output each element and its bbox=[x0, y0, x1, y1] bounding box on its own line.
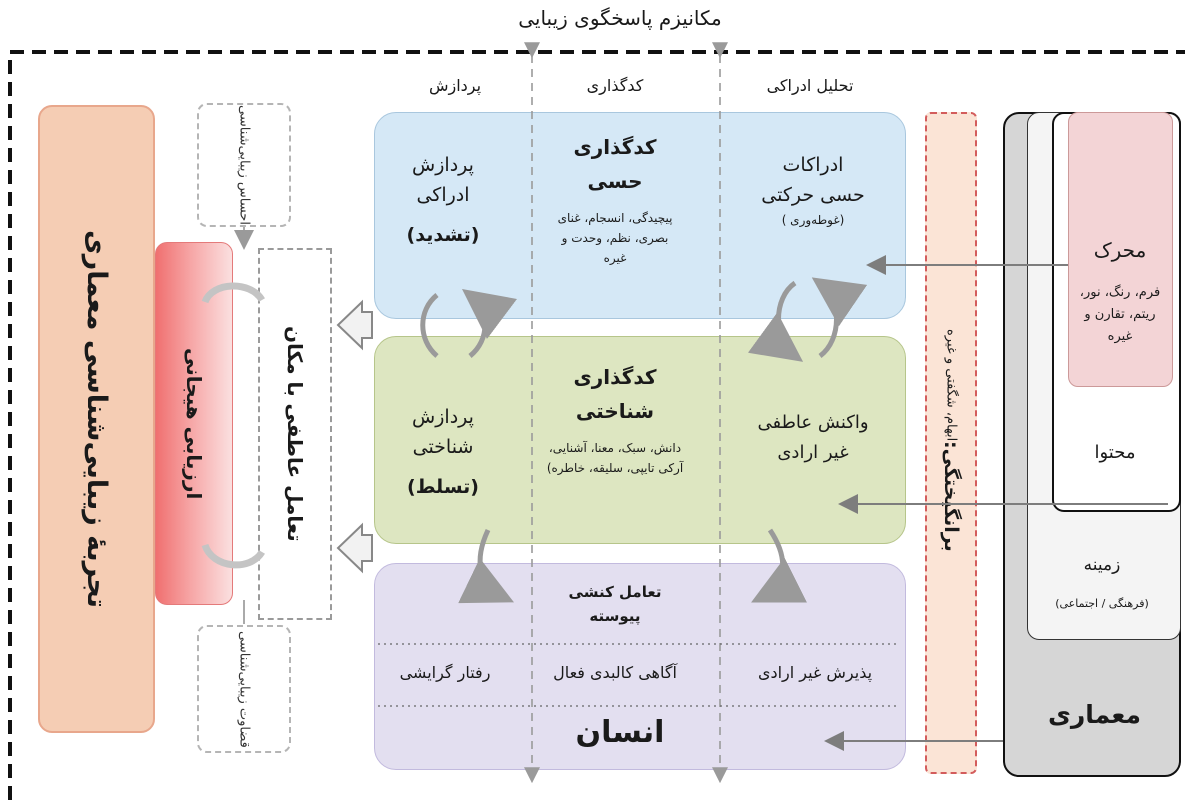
column-header-encoding: کدگذاری bbox=[586, 76, 644, 95]
continuous-interaction-line1: تعامل کنشی bbox=[568, 583, 662, 601]
column-header-perceptual-analysis: تحلیل ادراکی bbox=[766, 76, 854, 95]
arousal-title: برانگیختگی: bbox=[940, 440, 962, 552]
continuous-interaction: تعامل کنشی پیوسته bbox=[560, 580, 670, 628]
perceptual-processing-line2: ادراکی bbox=[416, 184, 470, 206]
continuous-interaction-line2: پیوسته bbox=[589, 607, 641, 625]
cognitive-processing-line2: شناختی bbox=[412, 436, 474, 458]
aesthetic-judgment-box: قضاوت زیبایی‌شناسی bbox=[197, 625, 291, 753]
sensorimotor-perception-line1: ادراکات bbox=[782, 154, 844, 176]
arousal-box: برانگیختگی: ابهام، شگفتی و غیره bbox=[925, 112, 977, 774]
perceptual-processing-line1: پردازش bbox=[412, 154, 474, 176]
aesthetic-experience-label: تجربهٔ زیبایی‌شناسی معماری bbox=[81, 229, 112, 609]
sensory-encoding-line1: کدگذاری bbox=[573, 135, 657, 159]
emotional-evaluation-box: ارزیابی هیجانی bbox=[155, 242, 233, 605]
involuntary-emotional-reaction: واکنش عاطفی غیر ارادی bbox=[738, 408, 888, 468]
involuntary-emotional-reaction-line2: غیر ارادی bbox=[777, 442, 849, 463]
emotional-interaction-label: تعامل عاطفی با مکان bbox=[283, 326, 307, 542]
column-header-processing: پردازش bbox=[428, 76, 482, 95]
sensorimotor-perception-detail: (غوطه‌وری ) bbox=[781, 213, 845, 227]
stimulus-title: محرک bbox=[1093, 238, 1147, 262]
context-title: زمینه bbox=[1083, 555, 1121, 575]
cognitive-processing-line1: پردازش bbox=[412, 406, 474, 428]
perceptual-processing: پردازش ادراکی (تشدید) bbox=[378, 150, 508, 250]
architecture-label: معماری bbox=[1047, 700, 1142, 729]
sensorimotor-perception-line2: حسی حرکتی bbox=[761, 184, 865, 206]
content-label: محتوا bbox=[1094, 442, 1136, 463]
purple-item-2: پذیرش غیر ارادی bbox=[757, 663, 873, 682]
block-arrow-upper bbox=[336, 299, 373, 351]
cognitive-processing-line3: (تسلط) bbox=[407, 476, 479, 498]
cognitive-processing: پردازش شناختی (تسلط) bbox=[378, 402, 508, 502]
cognitive-encoding-line1: کدگذاری bbox=[573, 365, 657, 389]
purple-item-0: رفتار گرایشی bbox=[399, 663, 491, 682]
sensory-encoding-detail: پیچیدگی، انسجام، غنای بصری، نظم، وحدت و … bbox=[557, 211, 673, 265]
perceptual-processing-line3: (تشدید) bbox=[406, 224, 480, 246]
human-label: انسان bbox=[575, 715, 665, 750]
aesthetic-feeling-label: احساس زیبایی‌شناسی bbox=[236, 105, 252, 225]
cognitive-encoding: کدگذاری شناختی دانش، سبک، معنا، آشنایی، … bbox=[530, 362, 700, 478]
purple-item-1: آگاهی کالبدی فعال bbox=[553, 663, 677, 682]
arousal-detail: ابهام، شگفتی و غیره bbox=[943, 328, 959, 441]
block-arrow-lower bbox=[336, 522, 373, 574]
stimulus-detail: فرم، رنگ، نور، ریتم، تقارن و غیره bbox=[1079, 285, 1161, 344]
aesthetic-feeling-box: احساس زیبایی‌شناسی bbox=[197, 103, 291, 227]
aesthetic-judgment-label: قضاوت زیبایی‌شناسی bbox=[236, 630, 252, 748]
diagram-title: مکانیزم پاسخگوی زیبایی bbox=[518, 6, 722, 30]
emotional-interaction-box: تعامل عاطفی با مکان bbox=[258, 248, 332, 620]
cognitive-encoding-line2: شناختی bbox=[575, 399, 655, 423]
cognitive-encoding-detail: دانش، سبک، معنا، آشنایی، آرکی تایپی، سلی… bbox=[546, 441, 684, 475]
sensory-encoding-line2: حسی bbox=[587, 169, 643, 193]
sensory-encoding: کدگذاری حسی پیچیدگی، انسجام، غنای بصری، … bbox=[530, 132, 700, 268]
aesthetic-experience-box: تجربهٔ زیبایی‌شناسی معماری bbox=[38, 105, 155, 733]
context-detail: (فرهنگی / اجتماعی) bbox=[1055, 597, 1149, 610]
emotional-evaluation-label: ارزیابی هیجانی bbox=[182, 347, 206, 500]
sensorimotor-perception: ادراکات حسی حرکتی (غوطه‌وری ) bbox=[738, 150, 888, 230]
involuntary-emotional-reaction-line1: واکنش عاطفی bbox=[757, 412, 869, 433]
